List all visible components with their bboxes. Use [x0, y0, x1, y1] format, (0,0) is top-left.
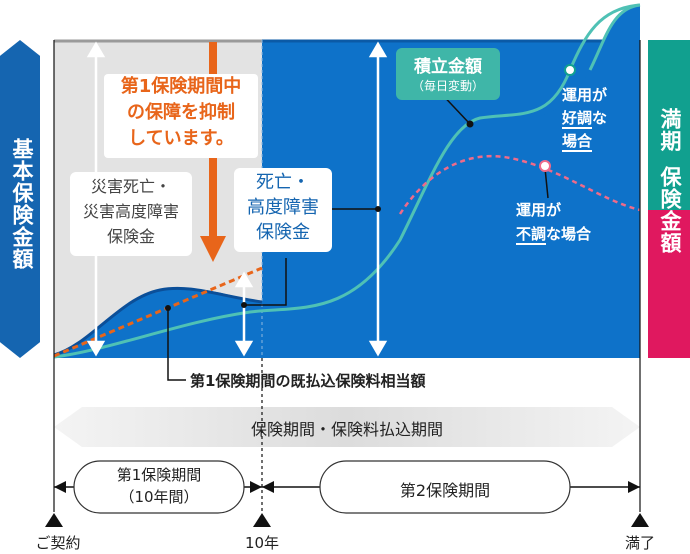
paid-premium-label: 第1保険期間の既払込保険料相当額 [190, 372, 426, 390]
good-performance-label: 運用が 好調な 場合 [562, 86, 608, 152]
basic-amount-label: 基本保険金額 [10, 138, 34, 270]
death-benefit-area [54, 5, 640, 358]
first-period-label: 第1保険期間 （10年間） [116, 466, 202, 506]
maturity-arrow [368, 41, 388, 357]
accumulation-sub: （毎日変動） [411, 79, 484, 93]
poor-performance-label: 運用が 不調な場合 [516, 201, 592, 245]
start-label: ご契約 [35, 534, 81, 552]
death-benefit-arrow [234, 271, 254, 357]
poor-performance-curve [398, 154, 641, 215]
maturity-badge-top [648, 40, 690, 210]
maturity-label-bottom: 保険金額 [658, 166, 682, 254]
end-marker [631, 513, 649, 527]
end-label: 満了 [624, 534, 655, 552]
maturity-badge-bottom [648, 210, 690, 358]
total-period-bar [54, 407, 640, 447]
basic-amount-badge [0, 40, 40, 358]
total-period-label: 保険期間・保険料払込期間 [250, 420, 443, 439]
year10-label: 10年 [244, 534, 280, 552]
year10-marker [253, 513, 271, 527]
disaster-benefit-box: 災害死亡・ 災害高度障害 保険金 [70, 172, 192, 256]
suppression-note: 第1保険期間中 の保障を抑制 しています。 [104, 74, 258, 158]
maturity-label-top: 満期 [658, 108, 682, 152]
second-period-label: 第2保険期間 [399, 481, 491, 500]
paid-premium-line [53, 266, 263, 358]
death-benefit-box: 死亡・ 高度障害 保険金 [234, 168, 332, 252]
start-marker [45, 513, 63, 527]
accumulation-title: 積立金額 [414, 57, 482, 77]
